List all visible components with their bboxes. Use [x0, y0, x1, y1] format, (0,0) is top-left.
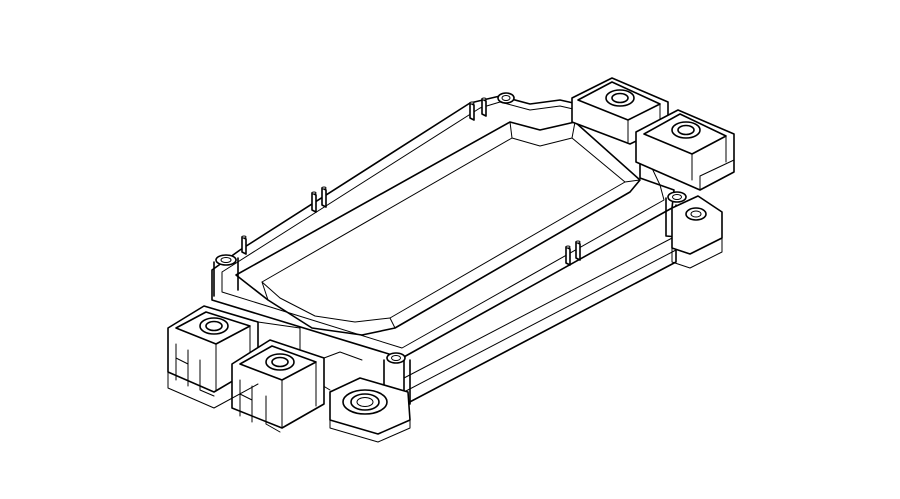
- mounting-hole-top: [497, 92, 515, 104]
- signal-pins-right: [565, 240, 581, 266]
- power-terminal-top-2: [635, 109, 735, 191]
- flange-ear-right: [671, 195, 723, 269]
- signal-pins-middle: [311, 186, 327, 213]
- mounting-hole-left: [213, 254, 239, 297]
- signal-pins-top: [469, 97, 487, 121]
- housing-side-wall: [299, 204, 677, 406]
- housing-outer-frame: [211, 95, 675, 359]
- signal-pins-left: [241, 235, 247, 255]
- power-terminal-bottom-2: [231, 339, 325, 433]
- housing-front-detail: [167, 321, 363, 409]
- baseplate-window: [235, 121, 641, 336]
- flange-ear-bottom: [329, 377, 411, 443]
